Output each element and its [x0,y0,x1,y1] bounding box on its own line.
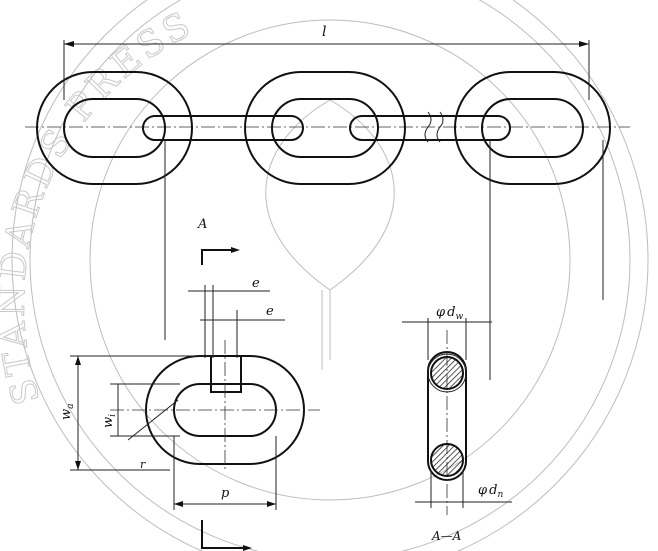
length-arrow-right [579,41,589,47]
radius-leader [127,399,179,441]
e-label-bottom: e [266,304,274,319]
weld-region [210,355,242,393]
section-marker-label: A [197,217,207,232]
material-cross-section [430,443,464,477]
p-arrow-right [267,501,276,507]
section-cut-top [201,249,235,265]
watermark-text: STANDARDS PRESS OF [0,0,200,409]
section-title: A—A [431,529,462,543]
e-label-top: e [252,276,260,291]
wa-label: wa [59,403,76,420]
weld-cross-section [430,356,464,390]
chain-link-right [454,71,611,185]
chain-top-view: l [25,24,630,380]
length-label: l [322,24,326,40]
section-cut-bottom-arrow [243,545,252,551]
wa-arrow-top [75,356,81,365]
section-marker: A [197,217,252,551]
chain-link-left [36,71,193,185]
radius-label: r [140,458,146,471]
chain-link-edge-right [349,115,511,141]
chain-link-edge-left [142,115,304,141]
wa-arrow-bottom [75,461,81,470]
section-cut-bottom [201,520,248,549]
weld-cross-section-outer [427,353,467,393]
p-label: p [221,486,230,501]
p-arrow-left [174,501,183,507]
wi-label: wi [101,414,118,428]
chain-link-middle [244,71,406,185]
break-mark-left [424,111,432,143]
length-arrow-left [64,41,74,47]
single-link-front-view: e e wa wi r p [59,276,320,510]
break-mark-right [436,111,444,143]
section-cut-top-arrow [231,247,240,253]
